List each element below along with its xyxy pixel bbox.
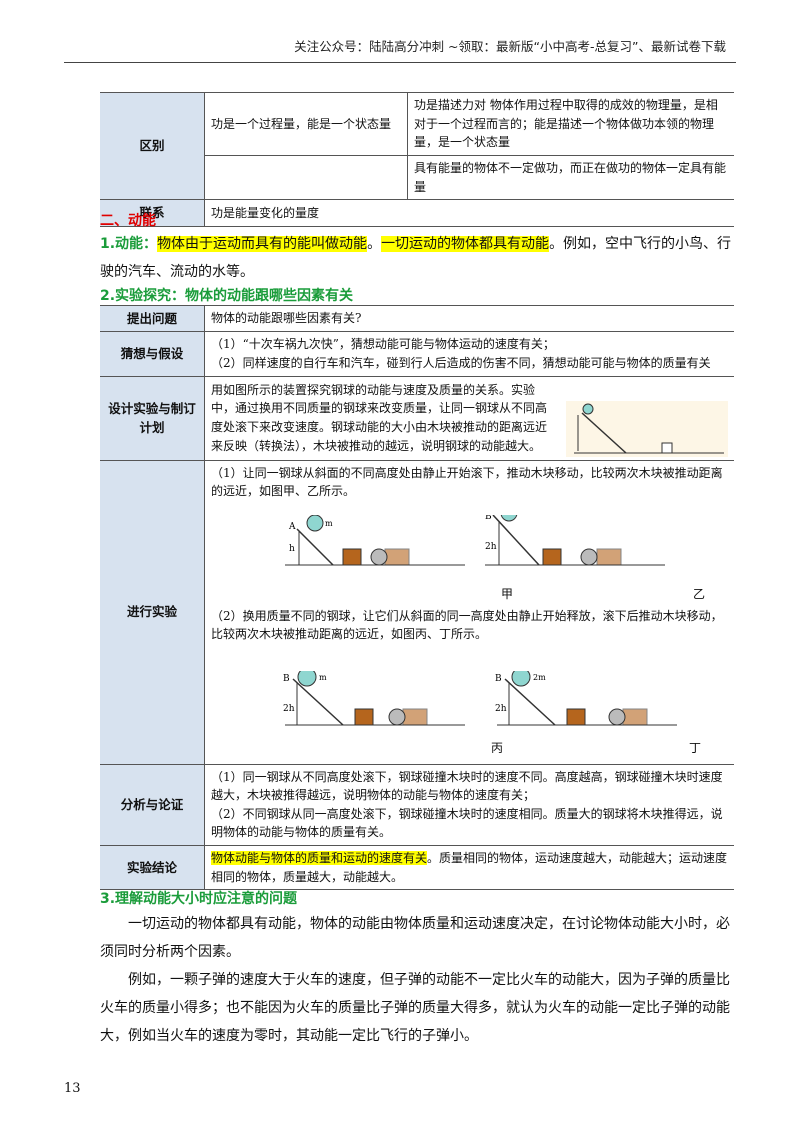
- row-label-difference: 区别: [100, 91, 205, 201]
- caption-jia: 甲: [501, 586, 514, 601]
- conclusion-rest: 。质量相同的物体，运动速度越大，动能越大；运动速度相同的物体，质量越大，动能越大…: [211, 850, 728, 884]
- design-text: 用如图所示的装置探究钢球的动能与速度及质量的关系。实验中，通过换用不同质量的钢球…: [211, 382, 548, 453]
- label-experiment: 进行实验: [100, 459, 205, 765]
- label-A: A: [288, 522, 296, 532]
- definition-rest: 。例如，空中飞行的小鸟、行驶的汽车、流动的水等。: [100, 236, 732, 280]
- hypothesis-2: （2）同样速度的自行车和汽车，碰到行人后造成的伤害不同，猜想动能可能与物体的质量…: [211, 355, 711, 370]
- ramp-setup-figure: [566, 400, 728, 457]
- figures-jia-yi: A m h B 2h: [285, 514, 665, 566]
- kinetic-energy-definition: 1.动能：物体由于运动而具有的能叫做动能。一切运动的物体都具有动能。例如，空中飞…: [100, 230, 732, 286]
- all-moving-highlight: 一切运动的物体都具有动能: [381, 236, 550, 252]
- definition-highlight: 物体由于运动而具有的能叫做动能: [157, 236, 368, 252]
- hypothesis-1: （1）“十次车祸九次快”，猜想动能可能与物体运动的速度有关；: [211, 337, 555, 352]
- label-2h-2: 2h: [283, 704, 295, 714]
- label-design: 设计实验与制订计划: [100, 375, 205, 461]
- label-B-3: B: [495, 674, 502, 684]
- item1-prefix: 1.动能：: [100, 236, 158, 252]
- row-label-relation: 联系: [100, 199, 205, 227]
- experiment-step-1: （1）让同一钢球从斜面的不同高度处由静止开始滚下，推动木块移动，比较两次木块被推…: [211, 465, 723, 499]
- label-m-2: m: [319, 673, 327, 682]
- section-title: 二、动能: [100, 213, 156, 229]
- label-2m: 2m: [533, 673, 546, 682]
- item3-title: 3.理解动能大小时应注意的问题: [100, 891, 298, 907]
- difference-note: 具有能量的物体不一定做功，而正在做功的物体一定具有能量: [407, 154, 734, 201]
- caption-bing: 丙: [491, 740, 504, 755]
- experiment-table: 提出问题 物体的动能跟哪些因素有关? 猜想与假设 （1）“十次车祸九次快”，猜想…: [100, 304, 734, 891]
- page-header: 关注公众号：陆陆高分冲刺 ~领取：最新版“小中高考-总复习”、最新试卷下载: [294, 39, 726, 54]
- label-question: 提出问题: [100, 304, 205, 333]
- item2-title: 2.实验探究：物体的动能跟哪些因素有关: [100, 288, 354, 304]
- figures-bing-ding: B m 2h B 2m 2h: [283, 670, 677, 726]
- label-analysis: 分析与论证: [100, 763, 205, 846]
- question-text: 物体的动能跟哪些因素有关?: [204, 304, 734, 333]
- label-B: B: [485, 515, 492, 522]
- definition-sep: 。: [367, 236, 382, 252]
- page-number: 13: [64, 1081, 81, 1096]
- label-m: m: [325, 519, 333, 528]
- paragraph-2: 例如，一颗子弹的速度大于火车的速度，但子弹的动能不一定比火车的动能大，因为子弹的…: [100, 972, 730, 1044]
- label-h: h: [289, 544, 295, 554]
- caption-yi: 乙: [693, 586, 706, 601]
- label-2h: 2h: [485, 542, 497, 552]
- header-rule: [64, 62, 736, 63]
- analysis-1: （1）同一钢球从不同高度处滚下，钢球碰撞木块时的速度不同。高度越高，钢球碰撞木块…: [211, 769, 723, 803]
- caption-ding: 丁: [689, 740, 702, 755]
- label-2h-3: 2h: [495, 704, 507, 714]
- analysis-2: （2）不同钢球从同一高度处滚下，钢球碰撞木块时的速度相同。质量大的钢球将木块推得…: [211, 806, 723, 840]
- comparison-table: 区别 功是一个过程量，能是一个状态量 功是描述力对 物体作用过程中取得的成效的物…: [100, 91, 734, 227]
- conclusion-highlight: 物体动能与物体的质量和运动的速度有关: [211, 850, 428, 865]
- experiment-step-2: （2）换用质量不同的钢球，让它们从斜面的同一高度处由静止开始释放，滚下后推动木块…: [211, 608, 723, 642]
- difference-work: 功是一个过程量，能是一个状态量: [204, 92, 408, 156]
- label-hypothesis: 猜想与假设: [100, 331, 205, 377]
- relation-text: 功是能量变化的量度: [204, 199, 734, 227]
- label-B-2: B: [283, 674, 290, 684]
- difference-energy: 功是描述力对 物体作用过程中取得的成效的物理量，是相对于一个过程而言的；能是描述…: [407, 92, 734, 156]
- paragraph-1: 一切运动的物体都具有动能，物体的动能由物体质量和运动速度决定，在讨论物体动能大小…: [100, 916, 730, 960]
- label-conclusion: 实验结论: [100, 844, 205, 891]
